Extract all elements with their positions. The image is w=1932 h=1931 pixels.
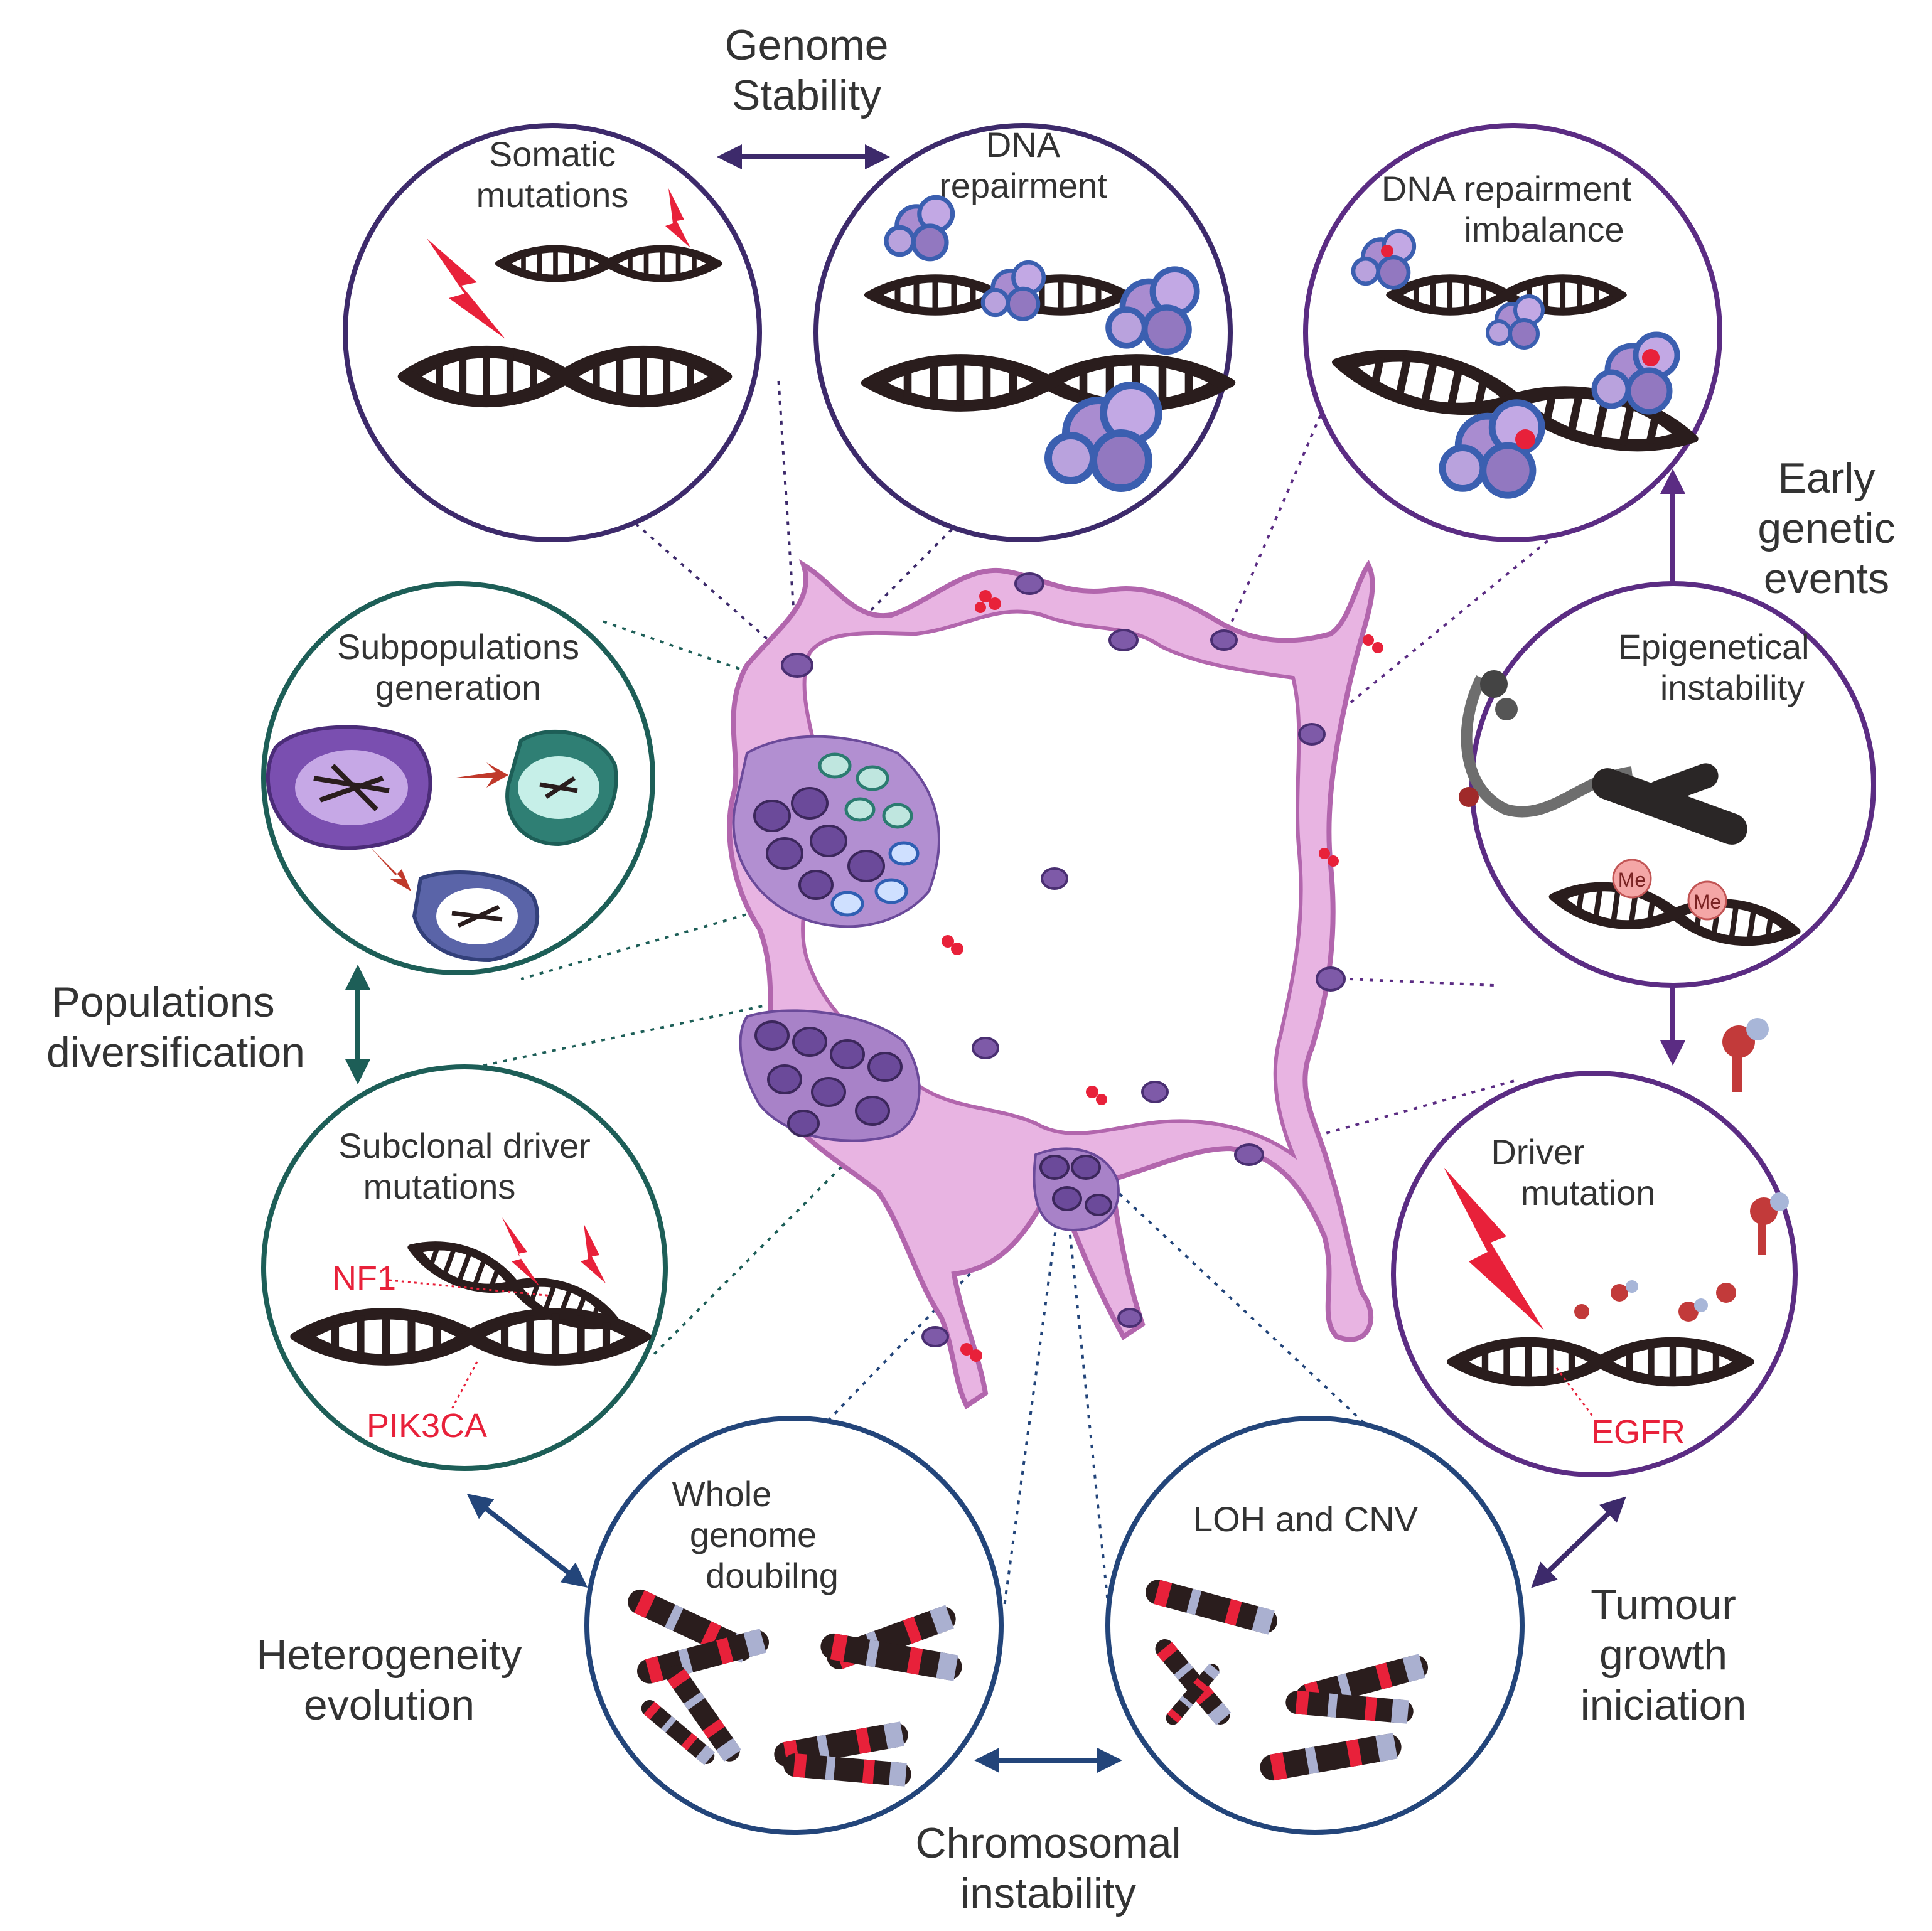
label-heterogeneity-evolution-2: evolution — [304, 1681, 475, 1729]
arrow-heterogeneity-evolution — [466, 1494, 588, 1588]
panel-subclonal-driver-mutations-title-2: mutations — [363, 1167, 516, 1206]
arrow-tumour-growth-iniciation — [1531, 1496, 1626, 1588]
label-genome-stability-2: Stability — [732, 72, 881, 119]
panel-somatic-mutations-title-1: Somatic — [489, 134, 616, 174]
panel-somatic-mutations: Somatic mutations — [343, 123, 762, 542]
panel-loh-and-cnv-title: LOH and CNV — [1193, 1499, 1419, 1539]
panel-epigenetical-instability-title-2: instability — [1660, 668, 1805, 707]
panel-whole-genome-doubling-title-2: genome — [690, 1515, 817, 1554]
panel-epigenetical-instability-title-1: Epigenetical — [1618, 627, 1809, 666]
panel-whole-genome-doubling-title-1: Whole — [672, 1474, 772, 1514]
label-early-genetic-events-1: Early — [1778, 454, 1876, 502]
panel-dna-repairment-imbalance: DNA repairment imbalance — [1303, 123, 1722, 542]
gene-label-nf1: NF1 — [332, 1260, 396, 1297]
gene-label-pik3ca: PIK3CA — [367, 1407, 487, 1445]
label-tumour-growth-iniciation-3: iniciation — [1580, 1681, 1747, 1729]
panel-whole-genome-doubling-title-3: doubilng — [706, 1556, 839, 1595]
label-early-genetic-events-2: genetic — [1758, 505, 1895, 552]
methyl-tag-icon: Me Me — [1612, 859, 1727, 921]
panel-driver-mutation-title-2: mutation — [1521, 1173, 1656, 1212]
cell-division-icon — [266, 725, 618, 963]
lightning-icon — [1444, 1167, 1544, 1330]
label-early-genetic-events-3: events — [1764, 555, 1889, 602]
methyl-tag-1: Me — [1618, 869, 1646, 891]
panel-dna-repairment: DNA repairment — [813, 123, 1230, 542]
label-heterogeneity-evolution-1: Heterogeneity — [256, 1631, 522, 1679]
lightning-icon — [502, 1217, 606, 1286]
connector-arrows — [345, 144, 1685, 1773]
label-genome-stability-1: Genome — [725, 21, 889, 69]
label-tumour-growth-iniciation-2: growth — [1599, 1631, 1727, 1679]
tumour-cluster-middle — [739, 1009, 921, 1142]
receptor-protein-icon — [1574, 1018, 1789, 1322]
tumour-cluster-upper — [732, 735, 940, 928]
panel-whole-genome-doubling: Whole genome doubilng — [584, 1416, 1004, 1835]
panel-driver-mutation-title-1: Driver — [1491, 1132, 1584, 1172]
lightning-icon — [427, 188, 690, 339]
panel-subpopulations-generation-title-2: generation — [375, 668, 542, 707]
label-populations-diversification-1: Populations — [51, 978, 274, 1026]
panel-dna-repairment-imbalance-title-1: DNA repairment — [1382, 169, 1632, 208]
chromatin-icon — [1459, 670, 1747, 845]
outer-labels: Genome Stability Early genetic events Po… — [46, 21, 1896, 1917]
label-chromosomal-instability-1: Chromosomal — [915, 1819, 1181, 1867]
label-populations-diversification-2: diversification — [46, 1029, 305, 1076]
panel-subpopulations-generation-title-1: Subpopulations — [337, 627, 579, 666]
label-chromosomal-instability-2: instability — [960, 1869, 1136, 1917]
panel-dna-repairment-title-2: repairment — [939, 166, 1107, 205]
tumour-cluster-lower — [1033, 1147, 1120, 1232]
panel-driver-mutation: Driver mutation EGFR — [1391, 1018, 1798, 1477]
label-tumour-growth-iniciation-1: Tumour — [1591, 1581, 1736, 1629]
methyl-tag-2: Me — [1693, 891, 1721, 913]
panel-dna-repairment-imbalance-title-2: imbalance — [1464, 210, 1624, 249]
tissue-section — [727, 559, 1383, 1409]
panel-dna-repairment-title-1: DNA — [986, 125, 1061, 164]
panel-subclonal-driver-mutations-title-1: Subclonal driver — [338, 1126, 591, 1165]
panel-epigenetical-instability: Epigenetical instability Me Me — [1459, 581, 1876, 988]
panel-somatic-mutations-title-2: mutations — [476, 175, 629, 215]
panel-loh-and-cnv: LOH and CNV — [1105, 1416, 1525, 1835]
panel-subpopulations-generation: Subpopulations generation — [261, 581, 655, 975]
panel-subclonal-driver-mutations: Subclonal driver mutations NF1 PIK3CA — [261, 1064, 668, 1471]
gene-label-egfr: EGFR — [1591, 1413, 1685, 1451]
